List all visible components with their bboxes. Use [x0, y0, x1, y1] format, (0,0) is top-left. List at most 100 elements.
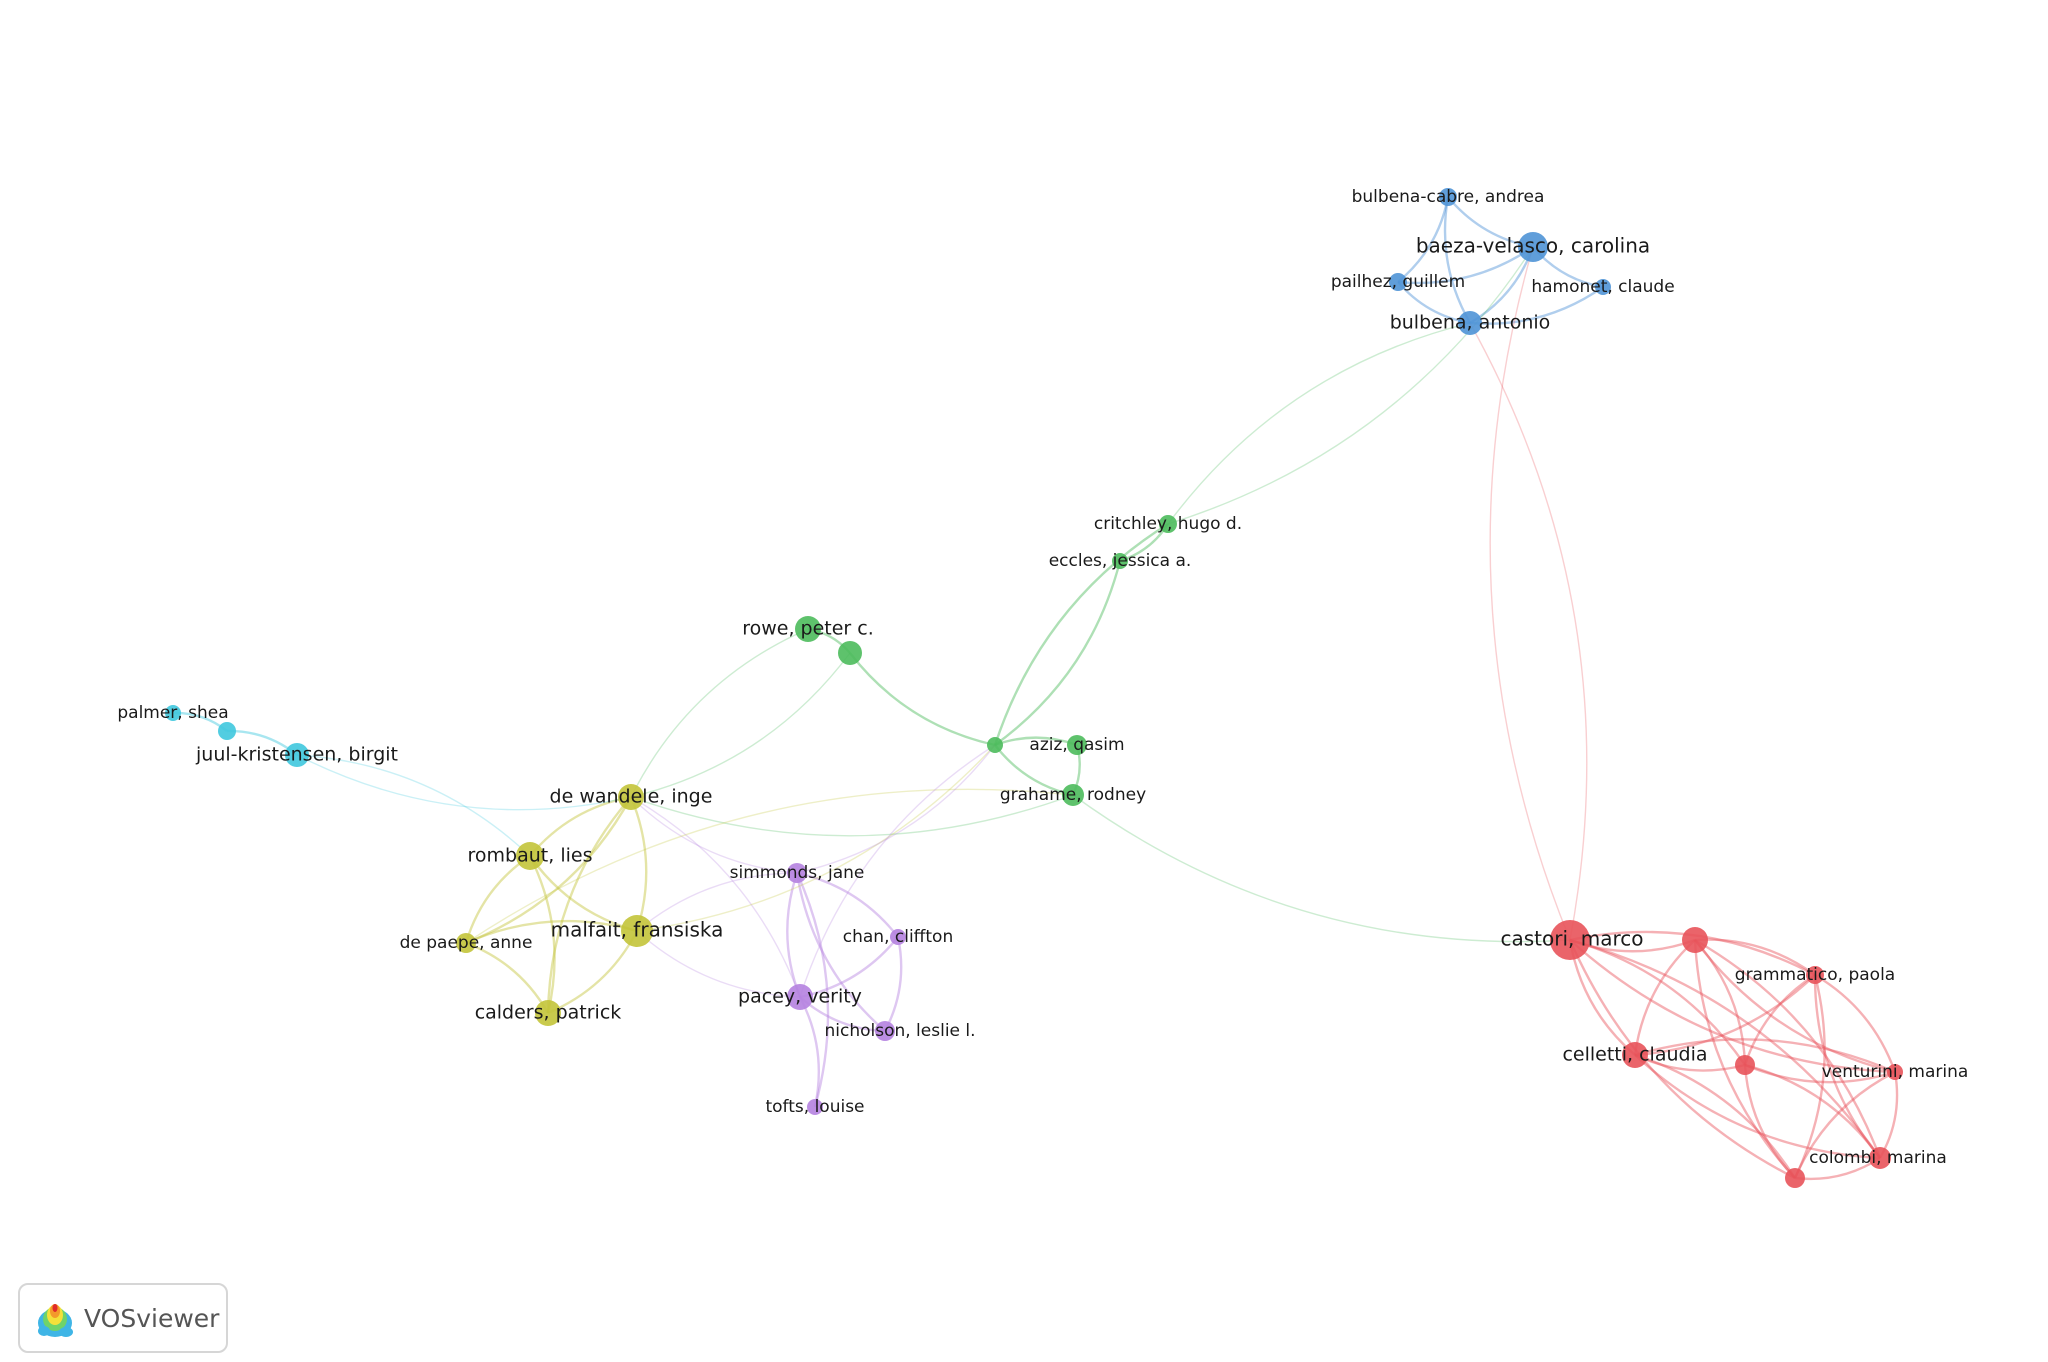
network-link	[1469, 322, 1588, 941]
network-link	[630, 796, 798, 874]
author-label-de-paepe[interactable]: de paepe, anne	[400, 933, 533, 953]
author-label-venturini[interactable]: venturini, marina	[1822, 1062, 1969, 1082]
author-node-chan[interactable]	[890, 929, 906, 945]
author-node-hamonet[interactable]	[1595, 279, 1611, 295]
network-link	[1744, 1063, 1896, 1084]
author-node-juul[interactable]	[285, 743, 309, 767]
network-link	[796, 744, 996, 874]
network-link	[1793, 1070, 1896, 1179]
network-link	[1569, 938, 1881, 1159]
author-label-simmonds[interactable]: simmonds, jane	[730, 863, 865, 883]
network-link	[1397, 196, 1450, 283]
author-node-calders[interactable]	[535, 1000, 561, 1026]
author-label-de-wandele[interactable]: de wandele, inge	[550, 786, 713, 808]
author-label-palmer[interactable]: palmer, shea	[117, 703, 228, 723]
network-link	[1634, 974, 1816, 1057]
author-node-aziz[interactable]	[1067, 735, 1087, 755]
network-link	[1397, 246, 1534, 285]
network-link	[1743, 1064, 1796, 1179]
author-label-rowe[interactable]: rowe, peter c.	[742, 618, 874, 640]
author-node-nicholson[interactable]	[875, 1021, 895, 1041]
network-link	[1634, 1038, 1896, 1074]
network-link	[993, 522, 1169, 746]
author-node-venturini[interactable]	[1887, 1064, 1903, 1080]
network-link	[1569, 938, 1746, 1066]
author-label-nicholson[interactable]: nicholson, leslie l.	[824, 1021, 975, 1041]
network-link	[994, 560, 1122, 746]
network-link	[629, 796, 648, 932]
author-node-critchley[interactable]	[1159, 515, 1177, 533]
network-link	[795, 872, 830, 1108]
author-node-bulbena[interactable]	[1458, 311, 1482, 335]
author-node-de-wandele[interactable]	[618, 784, 644, 810]
author-label-pailhez[interactable]: pailhez, guillem	[1331, 272, 1465, 292]
network-link	[883, 936, 903, 1032]
author-label-bulbena-cabre[interactable]: bulbena-cabre, andrea	[1352, 187, 1545, 207]
network-link	[1743, 973, 1816, 1066]
author-label-grahame[interactable]: grahame, rodney	[1000, 785, 1146, 805]
author-node-castori[interactable]	[1550, 920, 1590, 960]
author-label-rombaut[interactable]: rombaut, lies	[468, 845, 593, 867]
author-node-celletti[interactable]	[1622, 1042, 1648, 1068]
author-label-tofts[interactable]: tofts, louise	[765, 1097, 864, 1117]
author-node-pacey[interactable]	[787, 984, 813, 1010]
network-link	[796, 871, 899, 938]
network-link	[1633, 939, 1696, 1056]
author-label-chan[interactable]: chan, cliffton	[843, 927, 953, 947]
network-link	[630, 652, 851, 798]
labels-layer: castori, marco grammatico, paola celletti,…	[117, 187, 1968, 1168]
network-link	[630, 628, 809, 798]
author-label-grammatico[interactable]: grammatico, paola	[1735, 965, 1895, 985]
author-node-eccles[interactable]	[1112, 553, 1128, 569]
network-link	[1167, 322, 1471, 525]
network-link	[296, 754, 531, 857]
author-node-cyan-a[interactable]	[218, 722, 236, 740]
author-label-aziz[interactable]: aziz, qasim	[1029, 735, 1124, 755]
network-link	[636, 930, 801, 998]
network-link	[1878, 1071, 1899, 1159]
author-node-baeza[interactable]	[1518, 232, 1548, 262]
author-label-eccles[interactable]: eccles, jessica a.	[1049, 551, 1192, 571]
author-node-grammatico[interactable]	[1806, 966, 1824, 984]
network-link	[636, 872, 798, 932]
author-node-rowe[interactable]	[795, 616, 821, 642]
author-node-red-c[interactable]	[1785, 1168, 1805, 1188]
author-label-castori[interactable]: castori, marco	[1501, 927, 1644, 951]
author-label-critchley[interactable]: critchley, hugo d.	[1094, 514, 1242, 534]
author-node-grahame[interactable]	[1062, 784, 1084, 806]
author-node-green-hub[interactable]	[987, 737, 1003, 753]
author-label-baeza[interactable]: baeza-velasco, carolina	[1416, 234, 1650, 258]
author-node-green-a[interactable]	[838, 641, 862, 665]
author-label-malfait[interactable]: malfait, fransiska	[551, 918, 724, 942]
author-node-red-a[interactable]	[1682, 927, 1708, 953]
author-label-calders[interactable]: calders, patrick	[475, 1002, 622, 1024]
author-label-colombi[interactable]: colombi, marina	[1809, 1148, 1947, 1168]
author-node-pailhez[interactable]	[1389, 273, 1407, 291]
network-link	[465, 919, 638, 945]
author-node-tofts[interactable]	[807, 1099, 823, 1115]
network-link	[465, 796, 633, 945]
network-link	[1694, 938, 1816, 976]
network-link	[1443, 196, 1472, 324]
author-node-simmonds[interactable]	[787, 863, 807, 883]
author-node-malfait[interactable]	[621, 915, 653, 947]
author-node-palmer[interactable]	[165, 705, 181, 721]
author-label-celletti[interactable]: celletti, claudia	[1562, 1044, 1707, 1066]
network-link	[1469, 286, 1604, 325]
author-node-de-paepe[interactable]	[456, 933, 476, 953]
author-node-bulbena-cabre[interactable]	[1439, 188, 1457, 206]
network-link	[1568, 939, 1796, 1180]
author-label-bulbena[interactable]: bulbena, antonio	[1390, 312, 1551, 334]
author-node-red-b[interactable]	[1735, 1055, 1755, 1075]
links-layer	[172, 196, 1899, 1181]
author-label-juul[interactable]: juul-kristensen, birgit	[195, 744, 398, 766]
author-node-rombaut[interactable]	[516, 842, 544, 870]
network-link	[786, 872, 802, 998]
author-label-hamonet[interactable]: hamonet, claude	[1531, 277, 1674, 297]
author-label-pacey[interactable]: pacey, verity	[738, 986, 862, 1008]
author-node-colombi[interactable]	[1869, 1147, 1891, 1169]
network-link	[1744, 1063, 1881, 1159]
network-link	[798, 996, 820, 1108]
network-link	[1814, 973, 1897, 1073]
